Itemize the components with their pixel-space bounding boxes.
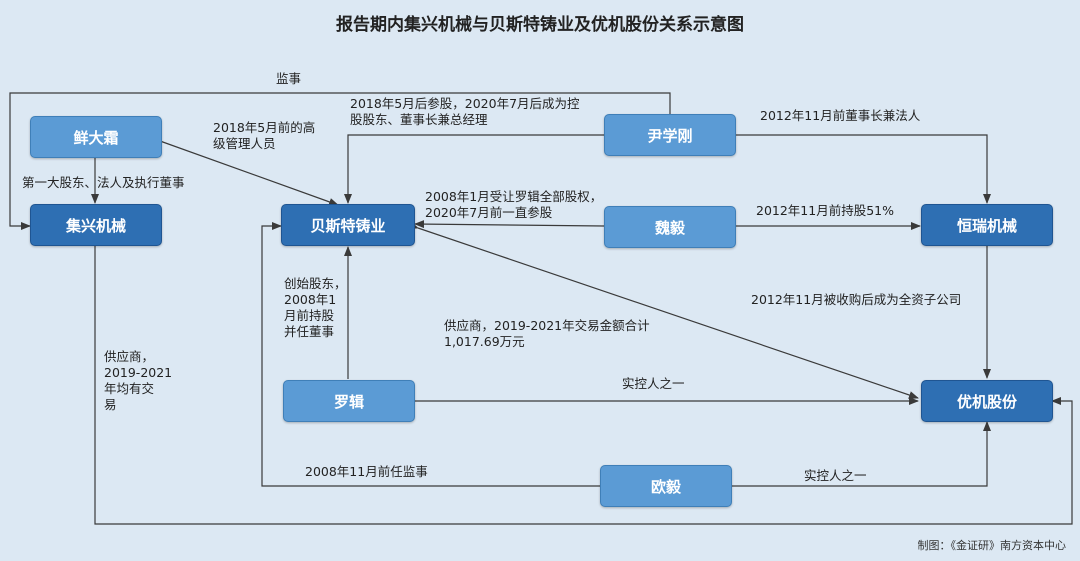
label-yin-to-besite: 2018年5月后参股，2020年7月后成为控 股股东、董事长兼总经理 bbox=[350, 96, 580, 127]
line-wei-besite bbox=[414, 220, 605, 229]
node-luo: 罗辑 bbox=[283, 380, 415, 422]
node-yin: 尹学刚 bbox=[604, 114, 736, 156]
line-xian-besite bbox=[159, 140, 339, 206]
label-luo-to-youji: 实控人之一 bbox=[622, 376, 685, 391]
node-ou: 欧毅 bbox=[600, 465, 732, 507]
node-xian: 鲜大霜 bbox=[30, 116, 162, 158]
line-besite-youji bbox=[408, 221, 919, 399]
line-yin-hengrui bbox=[734, 134, 991, 204]
label-xian-to-besite: 2018年5月前的高 级管理人员 bbox=[213, 120, 316, 151]
label-jianshi: 监事 bbox=[276, 71, 302, 86]
label-xian-to-jixing: 第一大股东、法人及执行董事 bbox=[22, 175, 185, 190]
line-yin-besite bbox=[344, 134, 604, 204]
label-besite-youji-trade: 供应商，2019-2021年交易金额合计 1,017.69万元 bbox=[444, 318, 650, 349]
line-yin-jianshi-jixing bbox=[9, 92, 671, 230]
node-besite: 贝斯特铸业 bbox=[281, 204, 415, 246]
label-hengrui-to-youji: 2012年11月被收购后成为全资子公司 bbox=[751, 292, 962, 307]
label-ou-to-besite: 2008年11月前任监事 bbox=[305, 464, 428, 479]
label-wei-to-hengrui: 2012年11月前持股51% bbox=[756, 203, 895, 218]
node-wei: 魏毅 bbox=[604, 206, 736, 248]
node-youji: 优机股份 bbox=[921, 380, 1053, 422]
node-jixing: 集兴机械 bbox=[30, 204, 162, 246]
label-luo-to-besite: 创始股东， 2008年1 月前持股 并任董事 bbox=[284, 276, 347, 339]
line-ou-youji bbox=[730, 421, 991, 487]
label-yin-to-hengrui: 2012年11月前董事长兼法人 bbox=[760, 108, 921, 123]
node-hengrui: 恒瑞机械 bbox=[921, 204, 1053, 246]
diagram-title: 报告期内集兴机械与贝斯特铸业及优机股份关系示意图 bbox=[336, 15, 744, 35]
line-ou-besite bbox=[261, 222, 600, 487]
line-jixing-youji bbox=[94, 246, 1073, 525]
footer-credit: 制图：《金证研》南方资本中心 bbox=[917, 539, 1067, 552]
label-wei-to-besite: 2008年1月受让罗辑全部股权， 2020年7月前一直参股 bbox=[425, 189, 603, 220]
label-jixing-supplier: 供应商， 2019-2021 年均有交 易 bbox=[104, 349, 173, 412]
label-ou-to-youji: 实控人之一 bbox=[804, 468, 867, 483]
